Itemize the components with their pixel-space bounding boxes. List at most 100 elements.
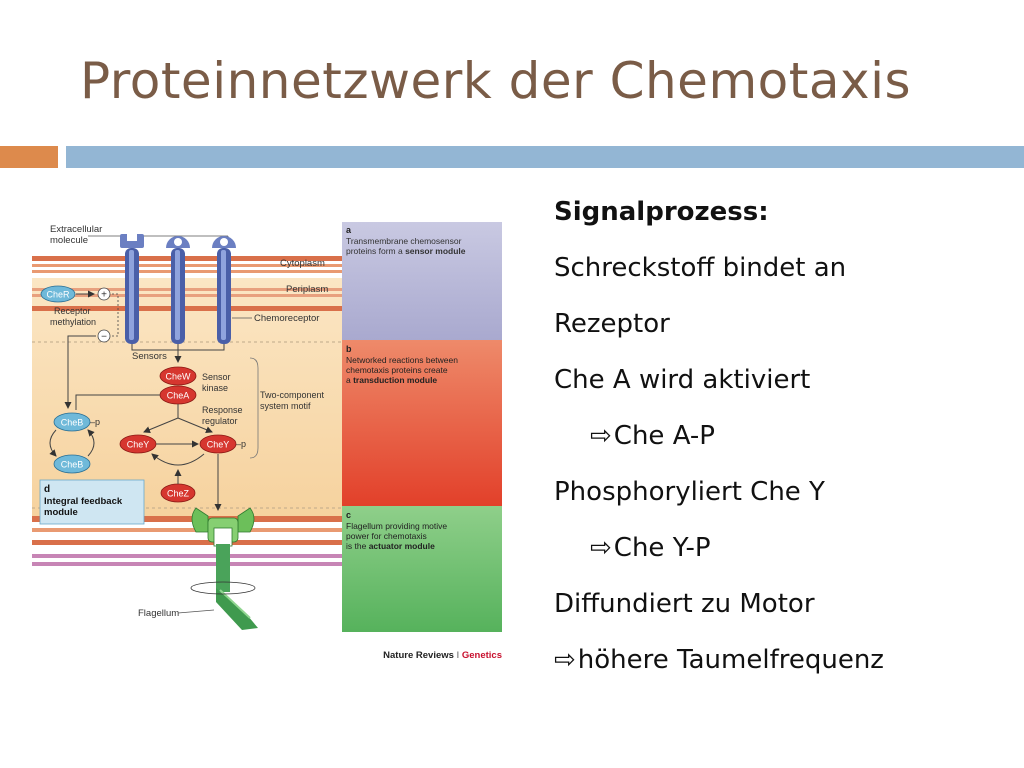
credit-separator: | <box>454 650 462 658</box>
protein-cher-label: CheR <box>46 290 70 300</box>
chemotaxis-figure: Extracellular molecule Cytoplasm Peripla… <box>28 218 508 658</box>
signal-line: Diffundiert zu Motor <box>554 584 1014 640</box>
signal-line-text: Phosphoryliert Che Y <box>554 477 825 507</box>
protein-cheb-p-label: CheB <box>61 418 84 428</box>
protein-chew-label: CheW <box>165 372 191 382</box>
signal-line: Phosphoryliert Che Y <box>554 472 1014 528</box>
panel-a-line2: proteins form a <box>346 246 405 256</box>
signal-line-text: Schreckstoff bindet an <box>554 253 847 283</box>
panel-a-text: Transmembrane chemosensor proteins form … <box>346 236 466 256</box>
label-sensor-kinase: Sensor kinase <box>202 372 233 393</box>
signal-line-text: Che Y-P <box>613 533 711 563</box>
membrane-inner <box>32 306 342 311</box>
panel-c-line1: Flagellum providing motive <box>346 521 447 531</box>
panel-c-bold: actuator module <box>369 541 435 551</box>
panel-b-line3: a <box>346 375 353 385</box>
phospho-cheb: –p <box>90 417 100 427</box>
signal-process-heading: Signalprozess: <box>554 197 769 227</box>
label-cytoplasm: Cytoplasm <box>280 258 325 269</box>
arrow-right-icon: ⇨ <box>554 645 576 675</box>
panel-b-text: Networked reactions between chemotaxis p… <box>346 355 460 385</box>
figure-credit: Nature Reviews | Genetics <box>383 650 502 658</box>
label-flagellum: Flagellum <box>138 608 179 619</box>
panel-a-bold: sensor module <box>405 246 466 256</box>
label-receptor-methylation: Receptor methylation <box>50 306 96 327</box>
signal-line: ⇨Che Y-P <box>554 528 1014 584</box>
label-sensor-kinase-line2: kinase <box>202 383 228 393</box>
panel-d-title-line1: Integral feedback <box>44 496 123 507</box>
membrane-outer <box>32 256 342 261</box>
panel-b-bold: transduction module <box>353 375 437 385</box>
signal-line-text: Che A-P <box>613 421 715 451</box>
protein-chey-p-label: CheY <box>207 440 230 450</box>
signal-line: ⇨höhere Taumelfrequenz <box>554 640 1014 696</box>
signal-line-text: Che A wird aktiviert <box>554 365 811 395</box>
protein-chez-label: CheZ <box>167 489 190 499</box>
arrow-right-icon: ⇨ <box>590 533 612 563</box>
label-two-component-line1: Two-component <box>260 390 325 400</box>
label-response-regulator-line1: Response <box>202 405 243 415</box>
label-two-component-line2: system motif <box>260 401 311 411</box>
label-receptor-methylation-line1: Receptor <box>54 306 91 316</box>
signal-line: Rezeptor <box>554 304 1014 360</box>
label-extracellular-line2: molecule <box>50 235 88 246</box>
protein-cheb <box>53 454 91 474</box>
label-response-regulator: Response regulator <box>202 405 245 426</box>
panel-d-title-line2: module <box>44 507 78 518</box>
panel-d-letter: d <box>44 484 50 495</box>
panel-c-line2: power for chemotaxis <box>346 531 427 541</box>
label-sensors: Sensors <box>132 351 167 362</box>
panel-a-letter: a <box>346 225 352 235</box>
signal-line-text: höhere Taumelfrequenz <box>577 645 884 675</box>
panel-b-line2: chemotaxis proteins create <box>346 365 448 375</box>
panel-c-text: Flagellum providing motive power for che… <box>346 521 449 551</box>
panel-d-feedback <box>39 479 145 525</box>
signal-line: Schreckstoff bindet an <box>554 248 1014 304</box>
protein-chey-label: CheY <box>127 440 150 450</box>
label-two-component: Two-component system motif <box>260 390 327 411</box>
minus-sign-label: − <box>101 332 107 343</box>
receptor-2 <box>166 236 190 344</box>
label-extracellular: Extracellular molecule <box>50 224 105 246</box>
flagellar-motor <box>190 507 258 630</box>
receptor-3 <box>212 236 236 344</box>
label-chemoreceptor: Chemoreceptor <box>254 313 319 324</box>
credit-journal: Nature Reviews <box>383 650 454 658</box>
protein-chew <box>159 366 197 386</box>
signal-line: Che A wird aktiviert <box>554 360 1014 416</box>
protein-chea-label: CheA <box>167 391 190 401</box>
panel-b-letter: b <box>346 344 352 354</box>
phospho-chey: –p <box>236 439 246 449</box>
receptor-1 <box>120 234 144 344</box>
signal-process-text: Signalprozess: Schreckstoff bindet an Rez… <box>554 192 1014 696</box>
panel-c-line3: is the <box>346 541 369 551</box>
label-response-regulator-line2: regulator <box>202 416 238 426</box>
protein-cher <box>40 285 76 303</box>
arrow-right-icon: ⇨ <box>590 421 612 451</box>
signal-line-text: Diffundiert zu Motor <box>554 589 815 619</box>
protein-cheb-label: CheB <box>61 460 84 470</box>
panel-a-sensor <box>342 222 502 340</box>
protein-cheb-p <box>53 412 91 432</box>
credit-section: Genetics <box>462 650 502 658</box>
panel-c-letter: c <box>346 510 351 520</box>
panel-b-transduction <box>342 340 502 506</box>
plus-sign <box>97 287 111 301</box>
plus-sign-label: + <box>101 290 107 301</box>
label-sensor-kinase-line1: Sensor <box>202 372 231 382</box>
panel-c-actuator <box>342 506 502 632</box>
panel-b-line1: Networked reactions between <box>346 355 458 365</box>
panel-a-line1: Transmembrane chemosensor <box>346 236 462 246</box>
slide-title: Proteinnetzwerk der Chemotaxis <box>80 52 912 110</box>
accent-bar-blue <box>66 146 1024 168</box>
label-extracellular-line1: Extracellular <box>50 224 102 235</box>
signal-line: ⇨Che A-P <box>554 416 1014 472</box>
minus-sign <box>97 329 111 343</box>
accent-bar-orange <box>0 146 58 168</box>
protein-chey-p <box>199 434 237 454</box>
label-receptor-methylation-line2: methylation <box>50 317 96 327</box>
panel-d-title: Integral feedback module <box>44 496 125 518</box>
signal-line-text: Rezeptor <box>554 309 670 339</box>
label-periplasm: Periplasm <box>286 284 328 295</box>
